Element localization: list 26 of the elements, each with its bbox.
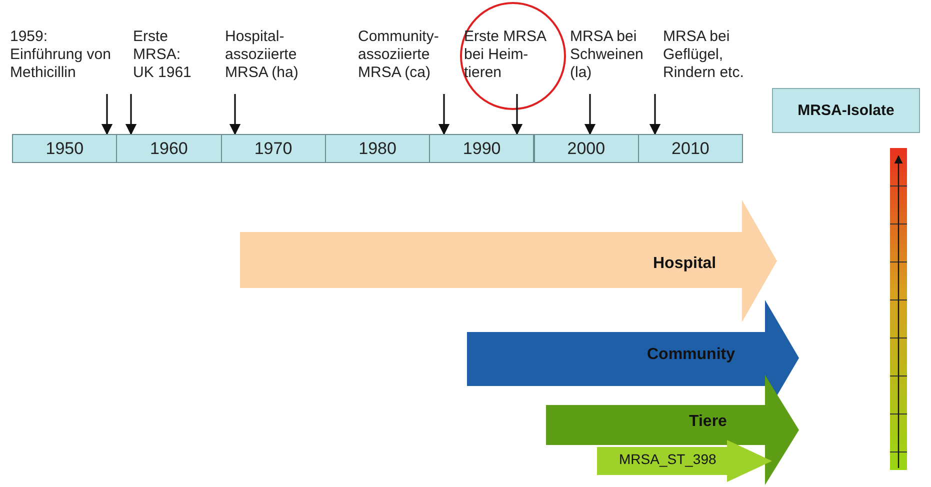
arrow-label: Hospital [653,255,716,274]
arrow [584,94,596,136]
arrow-label: Tiere [689,413,727,432]
timeline-decade: 1980 [324,134,430,163]
timeline-decade: 2010 [638,134,744,163]
arrow-label: Community [647,346,735,364]
arrow [511,94,523,136]
timeline-decade: 1960 [116,134,222,163]
event-label: Erste MRSA: UK 1961 [133,28,195,82]
event-label: Community-assoziierte MRSA (ca) [358,28,450,82]
timeline-decade: 1970 [220,134,326,163]
timeline-decade: 1950 [12,134,118,163]
event-label: MRSA bei Geflügel, Rindern etc. [663,28,765,82]
arrow [649,94,661,136]
timeline-decade: 2000 [534,134,639,163]
timeline-decade: 1990 [429,134,534,163]
event-label: Erste MRSA bei Heim-tieren [464,28,562,82]
arrow [229,94,241,136]
header-box: MRSA-Isolate [772,88,920,133]
arrow [438,94,450,136]
arrow-label: MRSA_ST_398 [619,451,716,468]
arrow [125,94,137,136]
event-label: 1959: Einführung von Methicillin [10,28,122,82]
arrow [101,94,113,136]
event-label: MRSA bei Schweinen (la) [570,28,656,82]
event-label: Hospital-assoziierte MRSA (ha) [225,28,323,82]
